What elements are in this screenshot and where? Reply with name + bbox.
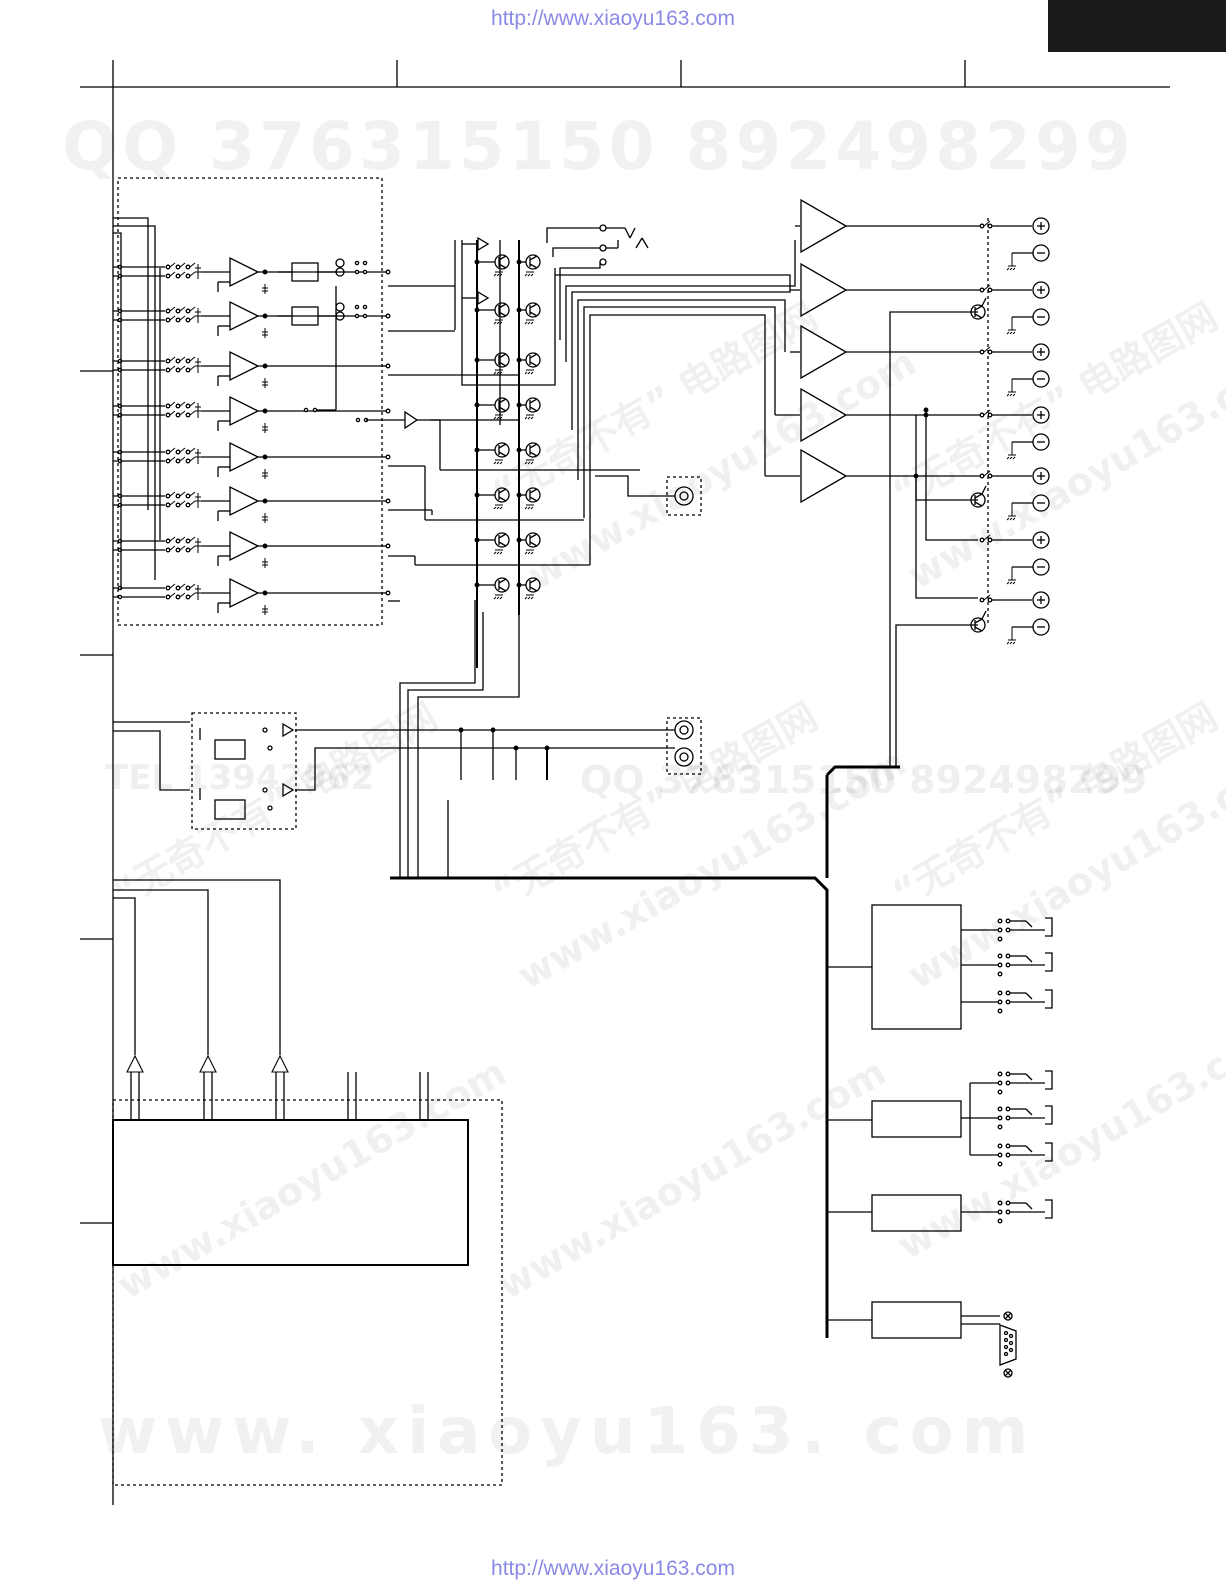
control-jack — [961, 952, 1053, 977]
rca-jacks — [595, 475, 694, 767]
source-url-bottom[interactable]: http://www.xiaoyu163.com — [491, 1557, 735, 1580]
mute-transistor-pair — [474, 397, 541, 420]
control-jack — [970, 1142, 1053, 1167]
speaker-terminal-pair — [979, 281, 1050, 335]
input-channel-row — [113, 577, 391, 615]
sheet-frame — [80, 60, 1170, 1505]
mute-transistor-pair — [474, 352, 541, 375]
speaker-terminal-pair — [979, 343, 1050, 397]
mute-transistor-pair — [474, 254, 541, 277]
power-amplifier — [800, 262, 980, 318]
speaker-terminal-pair — [979, 531, 1050, 585]
power-amp-wiring — [546, 225, 800, 565]
input-channel-rows — [113, 256, 640, 615]
speaker-terminal-pair — [979, 406, 1050, 460]
rs232-port — [961, 1311, 1017, 1378]
mute-transistor-pair — [474, 442, 541, 465]
speaker-outputs — [970, 217, 1050, 645]
power-amplifier — [800, 448, 980, 504]
mute-transistor-pair — [474, 577, 541, 600]
mute-transistor-pair — [474, 302, 541, 325]
power-amplifier — [800, 198, 980, 254]
mute-transistor-pair — [474, 532, 541, 555]
speaker-terminal-pair — [979, 467, 1050, 521]
control-jack — [961, 989, 1053, 1014]
processor-block — [112, 1099, 503, 1486]
input-channel-row — [113, 350, 391, 388]
speaker-terminal-pair — [979, 591, 1050, 645]
input-channel-row — [113, 300, 391, 338]
zone2-output-circuit — [113, 721, 675, 820]
input-feed-lines — [113, 217, 161, 590]
control-jack — [961, 917, 1053, 942]
control-jack — [961, 1199, 1053, 1224]
matrix-signal-lines — [388, 224, 649, 602]
speaker-terminal-pair — [979, 217, 1050, 271]
processor-inputs — [112, 879, 469, 1266]
relay-driver-transistor — [970, 610, 987, 633]
control-jack — [970, 1070, 1053, 1095]
zone2-output-block — [191, 712, 297, 830]
control-bus — [390, 600, 900, 1338]
power-amplifier — [800, 324, 980, 380]
remote-jack-bus — [961, 1083, 971, 1155]
relay-driver-transistor — [970, 485, 987, 508]
page-corner-tab — [1048, 0, 1226, 52]
source-url-top[interactable]: http://www.xiaoyu163.com — [491, 7, 735, 30]
input-channel-row — [113, 441, 391, 479]
relay-drive-lines — [889, 218, 989, 767]
input-selector-block — [117, 177, 383, 626]
mute-transistor-pair — [474, 487, 541, 510]
zone-out-jack-box — [666, 717, 702, 775]
control-jack — [970, 1105, 1053, 1130]
control-ic-boxes — [871, 904, 962, 1339]
relay-driver-transistor — [970, 297, 987, 320]
input-channel-row — [113, 530, 391, 568]
control-jacks — [961, 917, 1053, 1224]
input-channel-row — [113, 485, 391, 523]
module-outlines — [112, 177, 702, 1486]
matrix-rails — [454, 240, 556, 668]
power-amplifiers — [800, 198, 980, 504]
input-channel-row — [113, 256, 391, 294]
input-channel-row — [113, 395, 391, 433]
